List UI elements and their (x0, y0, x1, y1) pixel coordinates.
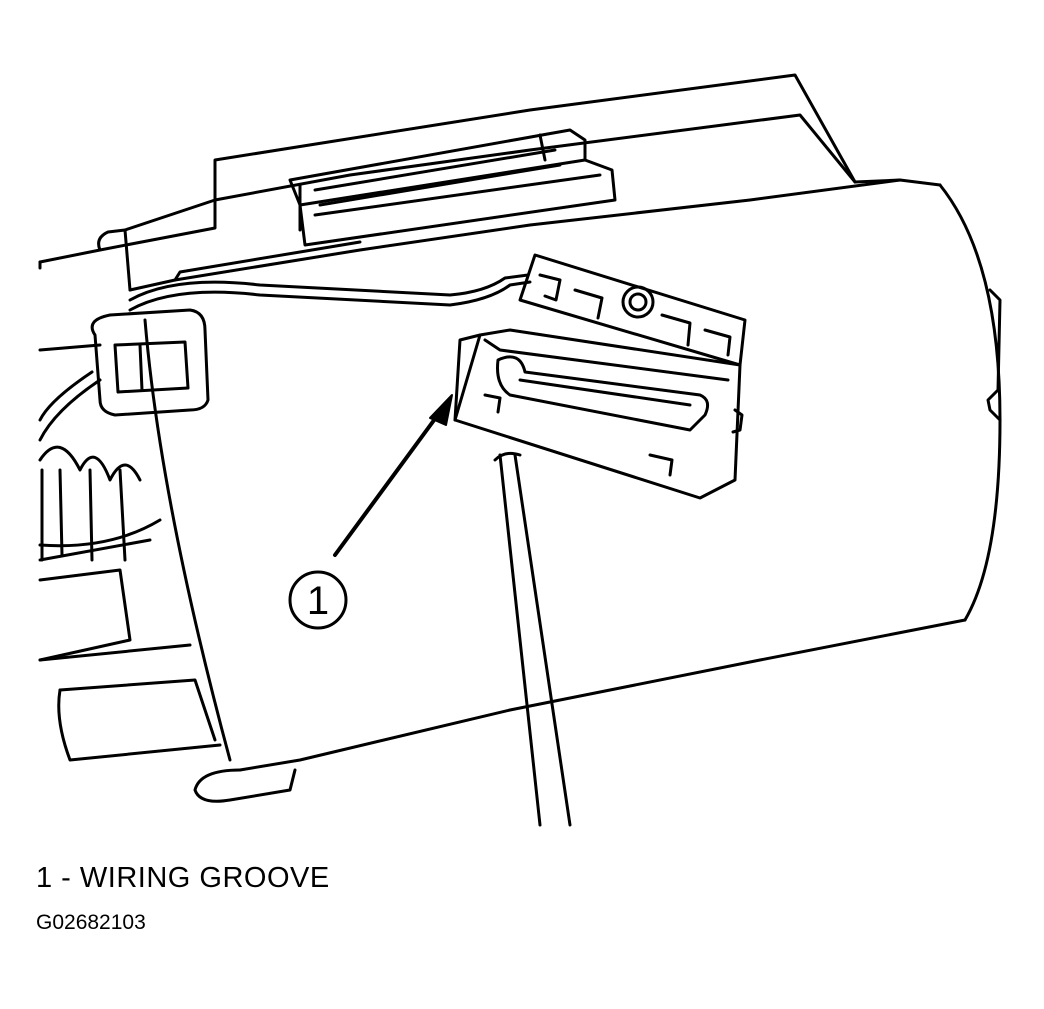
wiring-groove-illustration: 1 (38, 73, 1002, 827)
top-latch (288, 128, 617, 247)
column-housing (38, 73, 942, 292)
legend-item-1: 1 - WIRING GROOVE (36, 862, 330, 894)
shift-rod (493, 451, 572, 827)
lower-tab (193, 768, 297, 803)
callout-1-number: 1 (307, 579, 329, 623)
callout-1-arrow (333, 394, 453, 557)
switch-connector (453, 253, 747, 500)
wiring-clip (90, 308, 210, 417)
wire-harness (38, 273, 532, 548)
left-column (38, 318, 232, 762)
figure-code: G02682103 (36, 911, 146, 934)
callout-1: 1 (288, 570, 348, 630)
shroud-cylinder (238, 183, 1002, 772)
